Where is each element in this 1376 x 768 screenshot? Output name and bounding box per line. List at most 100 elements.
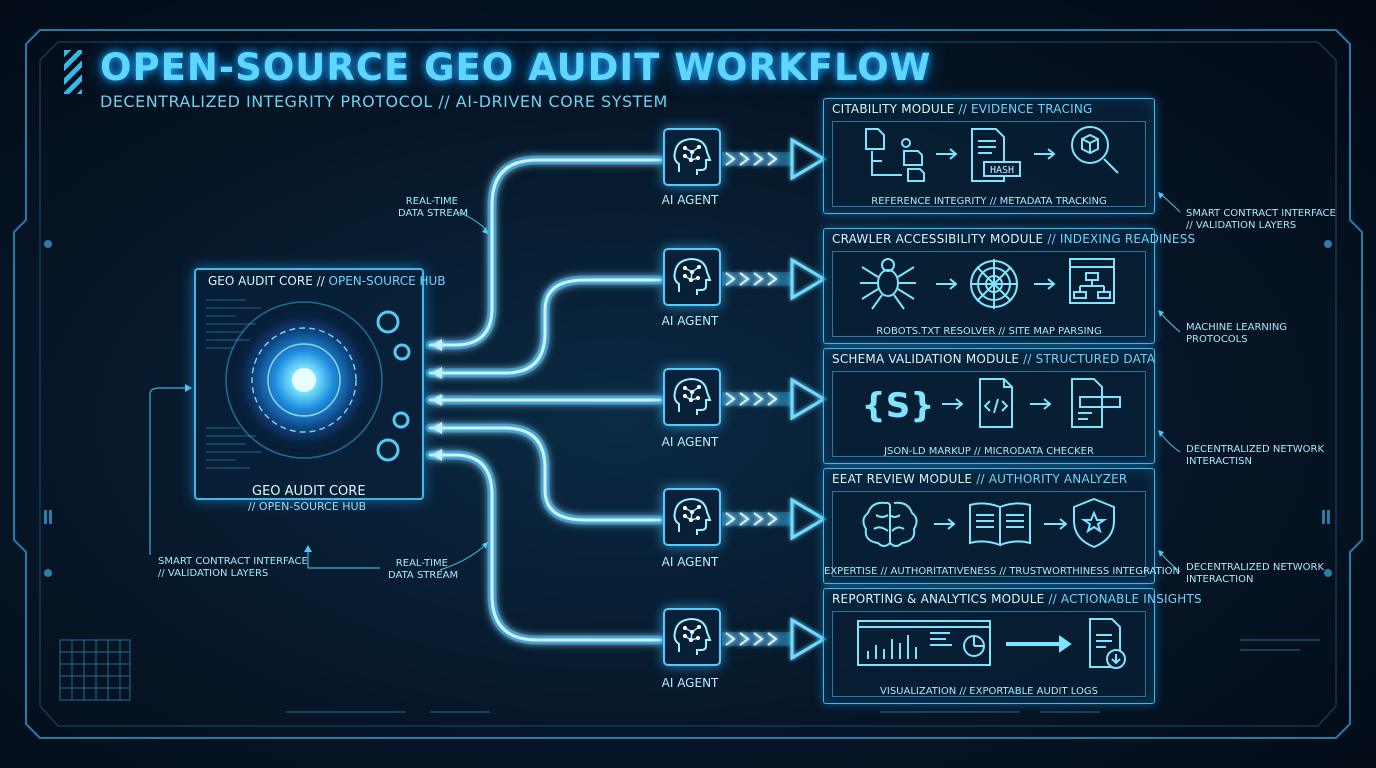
ai-agent-node-3[interactable] (663, 368, 721, 426)
crawler-icons (860, 258, 1115, 310)
arrow-right-icon (942, 398, 964, 410)
reporting-analytics-module[interactable]: REPORTING & ANALYTICS MODULE // ACTIONAB… (823, 588, 1202, 704)
data-pipes (425, 155, 665, 645)
code-document-icon (979, 378, 1013, 428)
ai-head-icon (673, 617, 712, 655)
note-machine-learning: MACHINE LEARNING PROTOCOLS (1186, 322, 1288, 345)
hud-side-markers (44, 240, 1332, 577)
ai-agent-node-2[interactable] (663, 248, 721, 306)
shield-star-icon (1073, 497, 1115, 549)
hash-label: HASH (990, 165, 1014, 176)
module-header: CITABILITY MODULE // EVIDENCE TRACING (832, 102, 1146, 120)
module-title-sep: // (1044, 592, 1061, 606)
module-title-sep: // (972, 472, 989, 486)
arrow-right-icon (1030, 398, 1052, 410)
hud-corner-marks (59, 639, 1320, 713)
arrow-right-icon (1034, 148, 1056, 160)
note-realtime-top: REAL-TIME DATA STREAM (398, 196, 469, 219)
module-body (832, 371, 1146, 457)
arrow-right-icon (1044, 518, 1068, 530)
module-title-sep: // (954, 102, 972, 116)
module-title-sep: // (1043, 232, 1060, 246)
module-subtitle: STRUCTURED DATA (1035, 352, 1156, 366)
ai-agent-label-1: AI AGENT (661, 193, 719, 207)
crawler-accessibility-module[interactable]: CRAWLER ACCESSIBILITY MODULE // INDEXING… (823, 228, 1195, 344)
ai-agent-label-5: AI AGENT (661, 676, 719, 690)
page-subtitle: DECENTRALIZED INTEGRITY PROTOCOL // AI-D… (100, 92, 668, 111)
module-subtitle: ACTIONABLE INSIGHTS (1060, 592, 1202, 606)
arrow-right-icon (936, 278, 958, 290)
ai-head-icon (673, 377, 712, 415)
module-caption: JSON-LD MARKUP // MICRODATA CHECKER (884, 446, 1094, 457)
hash-document-icon (971, 128, 1021, 182)
core-header-main: GEO AUDIT CORE (208, 274, 313, 288)
ai-agent-node-4[interactable] (663, 488, 721, 546)
module-header: CRAWLER ACCESSIBILITY MODULE // INDEXING… (832, 232, 1195, 250)
geo-audit-core-panel[interactable]: GEO AUDIT CORE // OPEN-SOURCE HUB (194, 268, 446, 500)
schema-validation-module[interactable]: SCHEMA VALIDATION MODULE // STRUCTURED D… (823, 348, 1155, 464)
module-caption: EXPERTISE // AUTHORITATIVENESS // TRUSTW… (824, 566, 1181, 577)
ai-agent-node-5[interactable] (663, 608, 721, 666)
ai-agent-node-1[interactable] (663, 128, 721, 186)
module-subtitle: AUTHORITY ANALYZER (988, 472, 1128, 486)
note-smart-contract-right: SMART CONTRACT INTERFACE // VALIDATION L… (1186, 208, 1336, 231)
download-document-icon (1089, 618, 1126, 669)
module-header: SCHEMA VALIDATION MODULE // STRUCTURED D… (832, 352, 1155, 370)
module-title: CRAWLER ACCESSIBILITY MODULE (832, 232, 1044, 246)
note-decentralized-1: DECENTRALIZED NETWORK INTERACTISN (1186, 444, 1325, 467)
ai-agent-label-2: AI AGENT (661, 314, 719, 328)
schema-icons: {S} (862, 378, 1121, 428)
ai-head-icon (673, 257, 712, 295)
module-title: EEAT REVIEW MODULE (832, 472, 973, 486)
module-subtitle: INDEXING READINESS (1059, 232, 1196, 246)
open-book-icon (969, 502, 1031, 547)
annotation-arrowheads (185, 192, 1164, 557)
arrow-right-icon (1034, 278, 1056, 290)
ai-head-icon (673, 497, 712, 535)
eeat-icons (862, 497, 1115, 549)
reporting-icons (857, 618, 1126, 669)
agent-to-module-arrows (720, 137, 827, 660)
note-decentralized-2: DECENTRALIZED NETWORK INTERACTION (1186, 562, 1325, 585)
note-realtime-bottom: REAL-TIME DATA STREAM (388, 558, 459, 581)
sitemap-window-icon (1069, 258, 1115, 304)
ai-agent-label-4: AI AGENT (661, 555, 719, 569)
module-title: REPORTING & ANALYTICS MODULE (832, 592, 1045, 606)
module-caption: REFERENCE INTEGRITY // METADATA TRACKING (871, 196, 1107, 207)
page-title: OPEN-SOURCE GEO AUDIT WORKFLOW (100, 46, 932, 89)
core-label-sub: // OPEN-SOURCE HUB (248, 500, 367, 513)
module-header: EEAT REVIEW MODULE // AUTHORITY ANALYZER (832, 472, 1146, 490)
module-caption: VISUALIZATION // EXPORTABLE AUDIT LOGS (880, 686, 1098, 697)
ai-head-icon (673, 137, 712, 175)
module-header: REPORTING & ANALYTICS MODULE // ACTIONAB… (832, 592, 1202, 610)
core-label-main: GEO AUDIT CORE (252, 484, 366, 499)
citability-icons: HASH (865, 126, 1119, 182)
hazard-stripes (64, 50, 82, 94)
note-smart-contract-left: SMART CONTRACT INTERFACE // VALIDATION L… (158, 556, 308, 579)
citability-module[interactable]: CITABILITY MODULE // EVIDENCE TRACING HA… (823, 98, 1155, 214)
ai-agent-label-3: AI AGENT (661, 435, 719, 449)
magnifier-cube-icon (1071, 126, 1119, 174)
module-caption: ROBOTS.TXT RESOLVER // SITE MAP PARSING (876, 326, 1102, 337)
brain-icon (862, 501, 918, 547)
module-subtitle: EVIDENCE TRACING (971, 102, 1093, 116)
core-orb-icon (206, 299, 411, 469)
module-title: SCHEMA VALIDATION MODULE (832, 352, 1020, 366)
core-header: GEO AUDIT CORE // OPEN-SOURCE HUB (208, 274, 446, 288)
spider-icon (860, 258, 916, 310)
web-icon (970, 259, 1018, 309)
module-title: CITABILITY MODULE (832, 102, 955, 116)
module-body (832, 491, 1146, 577)
module-title-sep: // (1019, 352, 1036, 366)
dashboard-chart-icon (857, 620, 991, 666)
arrow-right-icon (936, 148, 958, 160)
core-header-sub: OPEN-SOURCE HUB (328, 274, 446, 288)
hud-frame (13, 29, 1363, 739)
arrow-right-icon (934, 518, 956, 530)
core-inbound-arrows (432, 339, 442, 461)
schema-brace-icon: {S} (862, 386, 935, 426)
core-header-sep: // (312, 274, 329, 288)
eeat-review-module[interactable]: EEAT REVIEW MODULE // AUTHORITY ANALYZER… (823, 468, 1181, 584)
form-document-icon (1071, 378, 1121, 428)
